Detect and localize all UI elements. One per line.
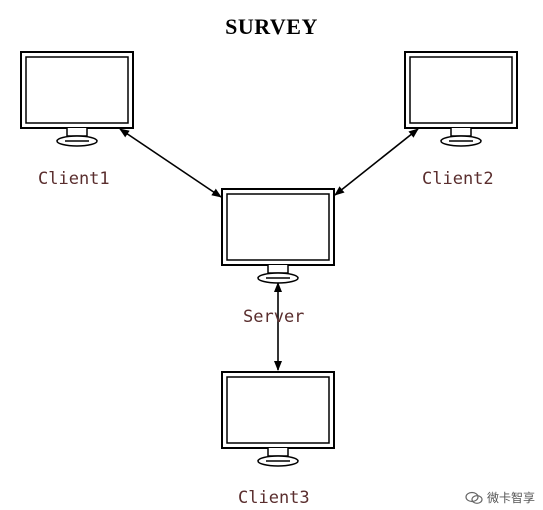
- client3-monitor-icon: [221, 371, 335, 467]
- client2-server-arrow: [334, 128, 419, 196]
- server-monitor-icon: [221, 188, 335, 284]
- client2-monitor-icon: [404, 51, 518, 147]
- diagram-title: SURVEY: [225, 14, 318, 39]
- watermark: 微卡智享: [465, 489, 535, 506]
- chat-bubble-icon: [465, 491, 483, 505]
- client1-server-arrow: [119, 128, 222, 198]
- client1-label: Client1: [38, 169, 110, 189]
- client1-monitor-icon: [20, 51, 134, 147]
- client3-label: Client3: [238, 488, 310, 508]
- watermark-text: 微卡智享: [486, 491, 535, 505]
- server-label: Server: [243, 307, 305, 327]
- client2-label: Client2: [422, 169, 494, 189]
